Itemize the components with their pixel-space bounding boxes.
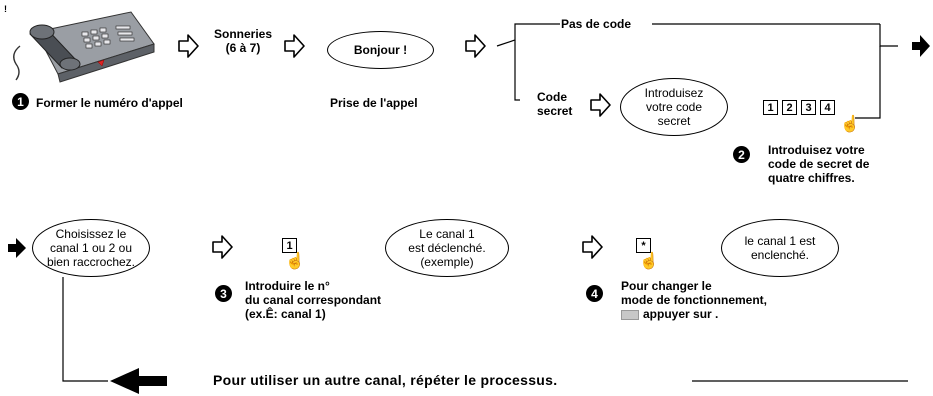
step-2-badge: 2 — [733, 146, 750, 163]
canal-declenche-bubble: Le canal 1 est déclenché. (exemple) — [385, 219, 509, 277]
step-4-badge: 4 — [586, 285, 603, 302]
code-secret-label: Code secret — [537, 90, 573, 118]
code-key-2: 2 — [782, 100, 797, 115]
outline-right-arrow-icon — [284, 34, 305, 58]
prise-label: Prise de l'appel — [330, 96, 418, 110]
step-1-badge: 1 — [12, 93, 29, 110]
step-3-badge: 3 — [215, 285, 232, 302]
solid-left-arrow-icon — [110, 368, 167, 394]
pointing-hand-icon: ☝ — [840, 116, 860, 133]
star-key: * — [636, 238, 651, 253]
solid-right-arrow-icon — [8, 238, 26, 258]
corner-mark: ! — [4, 4, 7, 14]
canal-enclenche-bubble: le canal 1 est enclenché. — [721, 219, 839, 277]
introduisez-bubble: Introduisez votre code secret — [620, 78, 728, 136]
sonneries-label: Sonneries (6 à 7) — [213, 27, 273, 55]
step-3-label: Introduire le n° du canal correspondant … — [245, 279, 382, 321]
solid-right-arrow-icon — [912, 35, 930, 57]
outline-right-arrow-icon — [465, 34, 486, 58]
step-1-label: Former le numéro d'appel — [36, 96, 183, 110]
outline-right-arrow-icon — [212, 235, 233, 259]
button-glyph-icon — [621, 309, 639, 320]
pointing-hand-icon: ☝ — [285, 253, 305, 270]
step-4-label: Pour changer le mode de fonctionnement, … — [621, 279, 768, 321]
bonjour-bubble: Bonjour ! — [327, 31, 434, 69]
step-2-label: Introduisez votre code de secret de quat… — [768, 143, 870, 185]
outline-right-arrow-icon — [178, 34, 199, 58]
outline-right-arrow-icon — [590, 93, 611, 117]
code-key-3: 3 — [801, 100, 816, 115]
pointing-hand-icon: ☝ — [639, 253, 659, 270]
code-key-4: 4 — [820, 100, 835, 115]
outline-right-arrow-icon — [582, 235, 603, 259]
canal-key: 1 — [282, 238, 297, 253]
code-key-1: 1 — [763, 100, 778, 115]
pas-de-code-label: Pas de code — [561, 17, 632, 31]
choisissez-bubble: Choisissez le canal 1 ou 2 ou bien raccr… — [32, 219, 150, 277]
footer-instruction: Pour utiliser un autre canal, répéter le… — [213, 372, 558, 388]
telephone-icon — [13, 11, 155, 83]
